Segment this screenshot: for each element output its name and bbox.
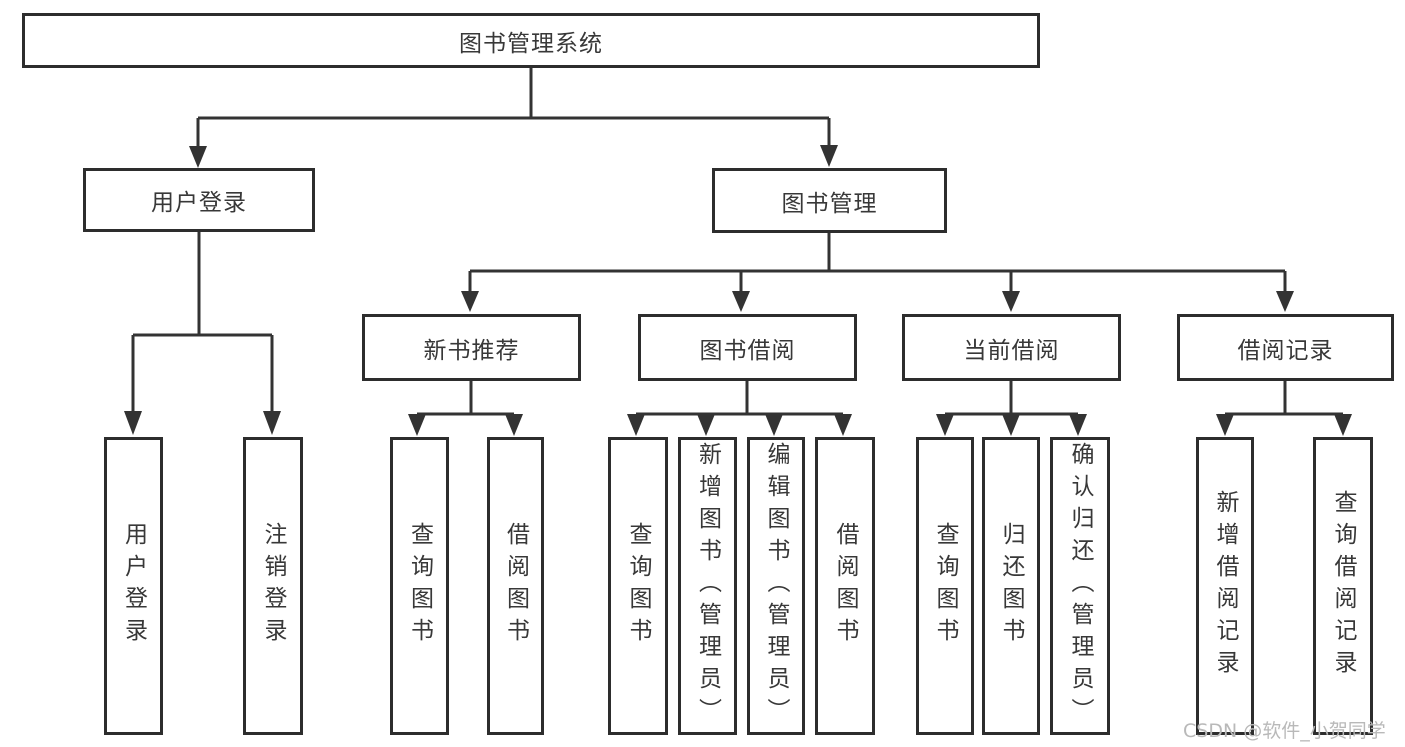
leaf-query-books-current: 查询图书 xyxy=(916,437,974,735)
node-new-book-recommend: 新书推荐 xyxy=(362,314,581,381)
leaf-add-borrow-record: 新增借阅记录 xyxy=(1196,437,1254,735)
node-user-login: 用户登录 xyxy=(83,168,315,232)
leaf-query-books-recommend: 查询图书 xyxy=(390,437,449,735)
node-book-borrowing: 图书借阅 xyxy=(638,314,857,381)
node-borrowing-records: 借阅记录 xyxy=(1177,314,1394,381)
node-library-management-system: 图书管理系统 xyxy=(22,13,1040,68)
leaf-borrow-books-borrowing: 借阅图书 xyxy=(815,437,875,735)
leaf-query-books-borrowing: 查询图书 xyxy=(608,437,668,735)
csdn-watermark: CSDN @软件_小贺同学 xyxy=(1183,720,1386,742)
node-book-management: 图书管理 xyxy=(712,168,947,233)
arrowheads xyxy=(124,145,1352,436)
leaf-edit-books-admin: 编辑图书（管理员） xyxy=(747,437,805,735)
leaf-borrow-books-recommend: 借阅图书 xyxy=(487,437,544,735)
leaf-add-books-admin: 新增图书（管理员） xyxy=(678,437,737,735)
leaf-confirm-return-admin: 确认归还（管理员） xyxy=(1050,437,1110,735)
tree-edges xyxy=(131,68,1343,416)
leaf-return-books: 归还图书 xyxy=(982,437,1040,735)
leaf-user-login: 用户登录 xyxy=(104,437,163,735)
leaf-query-borrow-record: 查询借阅记录 xyxy=(1313,437,1373,735)
node-current-borrowing: 当前借阅 xyxy=(902,314,1121,381)
leaf-logout: 注销登录 xyxy=(243,437,303,735)
